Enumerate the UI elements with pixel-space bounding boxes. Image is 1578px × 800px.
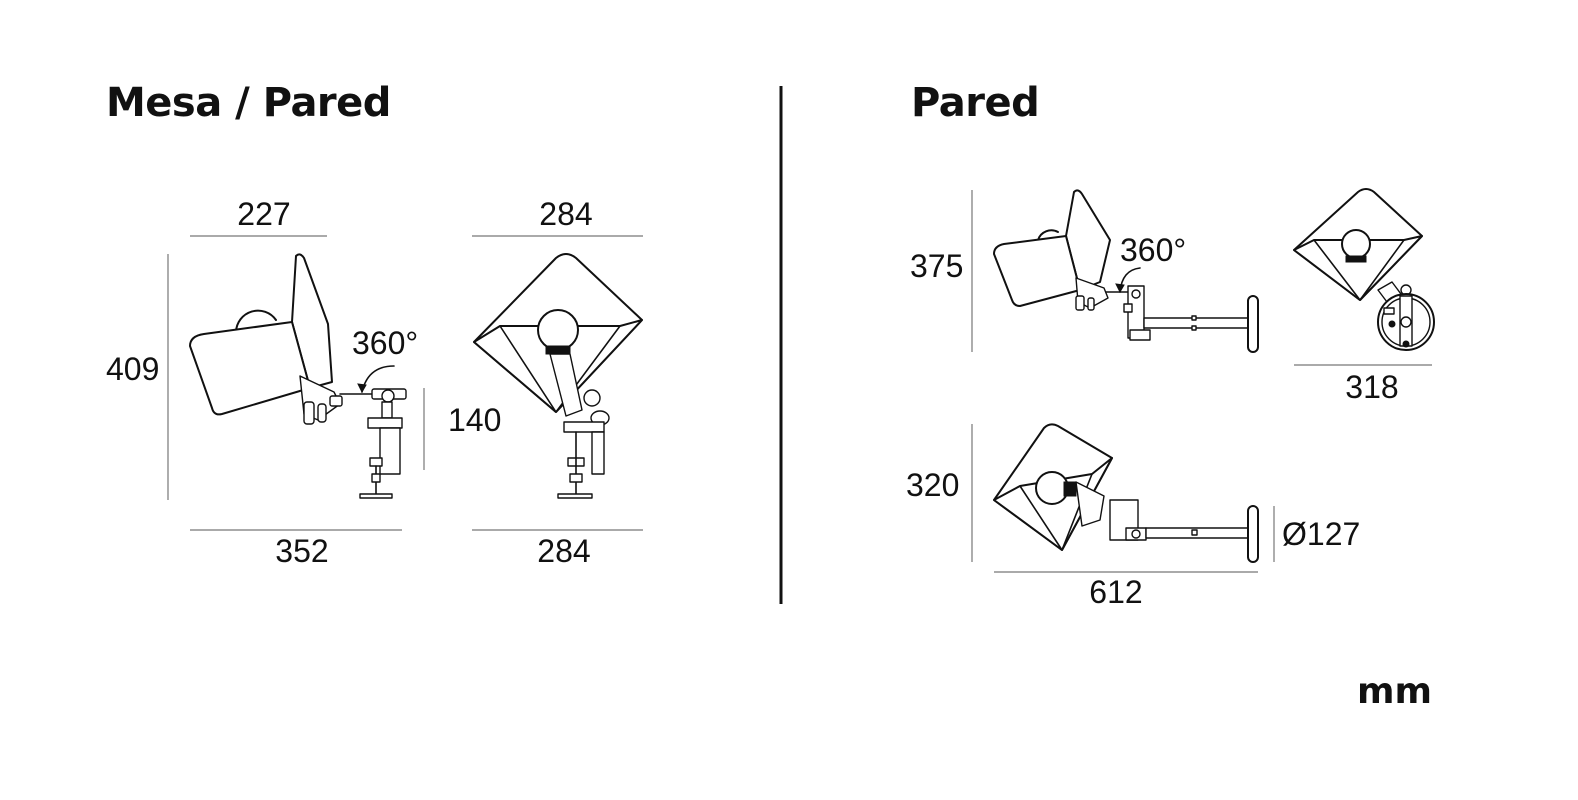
dim-label-375: 375 [910,248,963,284]
dim-label-284-top: 284 [539,196,592,232]
rotation-label-360: 360° [352,325,418,361]
dim-label-diameter-127: Ø127 [1282,516,1360,552]
dim-label-612: 612 [1089,574,1142,610]
section-title-pared: Pared [911,80,1039,126]
rotation-label-360-wall: 360° [1120,232,1186,268]
dim-label-352: 352 [275,533,328,569]
wall-lamp-front-view [1293,188,1435,351]
dim-label-318: 318 [1345,369,1398,405]
table-lamp-front-view [473,253,643,499]
section-title-mesa-pared: Mesa / Pared [106,80,391,126]
table-lamp-side-view [189,253,407,499]
dim-label-409: 409 [106,351,159,387]
dim-label-284-bottom: 284 [537,533,590,569]
dim-label-227: 227 [237,196,290,232]
dim-label-320: 320 [906,467,959,503]
wall-lamp-top-view [993,423,1259,563]
wall-lamp-side-view [993,189,1259,353]
dim-label-140: 140 [448,402,501,438]
unit-label: mm [1357,671,1432,712]
